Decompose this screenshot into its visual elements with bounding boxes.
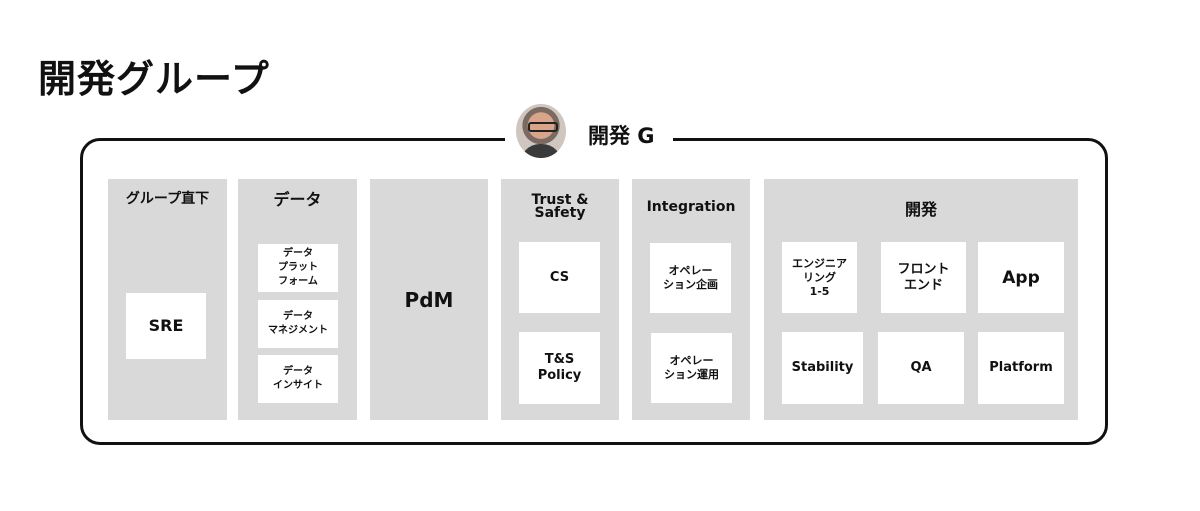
page-title: 開発グループ <box>38 57 270 101</box>
avatar <box>516 104 566 158</box>
team-operation-planning: オペレー ション企画 <box>650 243 731 313</box>
column-title: 開発 <box>904 200 937 219</box>
column-title: Integration <box>646 199 736 215</box>
shirt <box>520 144 562 158</box>
team-qa: QA <box>878 332 964 404</box>
team-operation-running: オペレー ション運用 <box>651 333 732 403</box>
team-platform: Platform <box>978 332 1064 404</box>
column-pdm: PdM <box>370 179 488 420</box>
team-frontend: フロント エンド <box>881 242 966 313</box>
column-title: データ <box>273 190 322 209</box>
team-engineering: エンジニア リング 1-5 <box>782 242 857 313</box>
column-group-direct: グループ直下 SRE <box>108 179 227 420</box>
column-title: PdM <box>404 288 454 312</box>
glasses <box>528 122 558 132</box>
team-stability: Stability <box>782 332 863 404</box>
group-label: 開発 G <box>588 124 655 148</box>
column-integration: Integration オペレー ション企画 オペレー ション運用 <box>632 179 750 420</box>
team-data-platform: データ プラット フォーム <box>258 244 338 292</box>
team-sre: SRE <box>126 293 206 359</box>
column-data: データ データ プラット フォーム データ マネジメント データ インサイト <box>238 179 357 420</box>
team-ts-policy: T&S Policy <box>519 332 600 404</box>
team-app: App <box>978 242 1064 313</box>
team-data-insight: データ インサイト <box>258 355 338 403</box>
column-dev: 開発 エンジニア リング 1-5 フロント エンド App Stability … <box>764 179 1078 420</box>
column-trust-safety: Trust & Safety CS T&S Policy <box>501 179 619 420</box>
team-data-management: データ マネジメント <box>258 300 338 348</box>
column-title: Trust & Safety <box>531 192 589 221</box>
column-title: グループ直下 <box>125 191 210 207</box>
team-cs: CS <box>519 242 600 313</box>
